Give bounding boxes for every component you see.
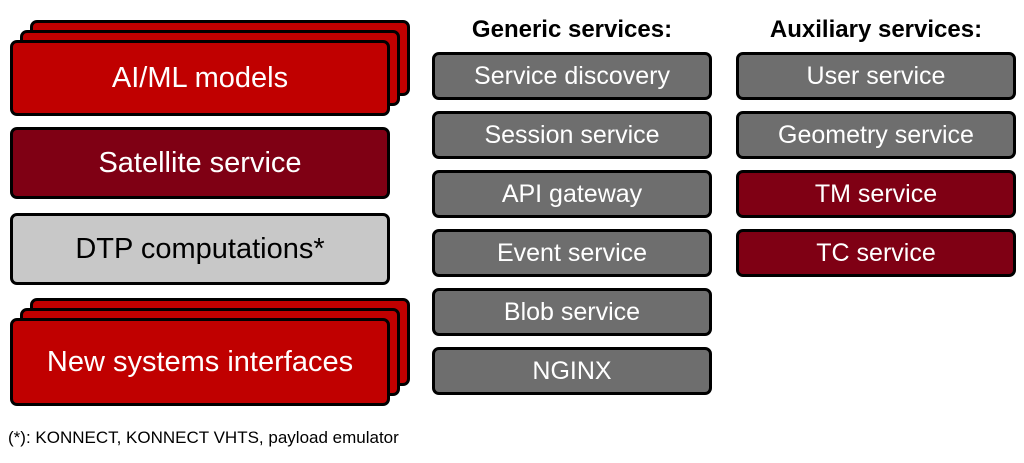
- tm-service-label: TM service: [814, 179, 938, 208]
- satellite-service-box: Satellite service: [10, 127, 390, 199]
- nginx-box: NGINX: [432, 347, 712, 395]
- tc-service-label: TC service: [816, 238, 936, 267]
- new-systems-interfaces-label: New systems interfaces: [46, 345, 354, 378]
- session-service-box: Session service: [432, 111, 712, 159]
- ai-ml-models-box: AI/ML models: [10, 40, 390, 116]
- user-service-box: User service: [736, 52, 1016, 100]
- session-service-label: Session service: [484, 120, 660, 149]
- ai-ml-models-label: AI/ML models: [111, 61, 289, 94]
- generic-services-heading: Generic services:: [471, 16, 673, 43]
- blob-service-box: Blob service: [432, 288, 712, 336]
- new-systems-interfaces-box: New systems interfaces: [10, 318, 390, 406]
- api-gateway-label: API gateway: [501, 179, 643, 208]
- auxiliary-services-heading: Auxiliary services:: [769, 16, 983, 43]
- nginx-label: NGINX: [532, 356, 612, 385]
- geometry-service-box: Geometry service: [736, 111, 1016, 159]
- tm-service-box: TM service: [736, 170, 1016, 218]
- geometry-service-label: Geometry service: [778, 120, 974, 149]
- event-service-label: Event service: [496, 238, 648, 267]
- api-gateway-box: API gateway: [432, 170, 712, 218]
- blob-service-label: Blob service: [503, 297, 641, 326]
- tc-service-box: TC service: [736, 229, 1016, 277]
- event-service-box: Event service: [432, 229, 712, 277]
- dtp-computations-label: DTP computations*: [75, 232, 325, 265]
- service-discovery-box: Service discovery: [432, 52, 712, 100]
- satellite-service-label: Satellite service: [98, 146, 302, 179]
- service-discovery-label: Service discovery: [474, 61, 670, 90]
- user-service-label: User service: [806, 61, 946, 90]
- dtp-computations-box: DTP computations*: [10, 213, 390, 285]
- footnote: (*): KONNECT, KONNECT VHTS, payload emul…: [8, 428, 399, 447]
